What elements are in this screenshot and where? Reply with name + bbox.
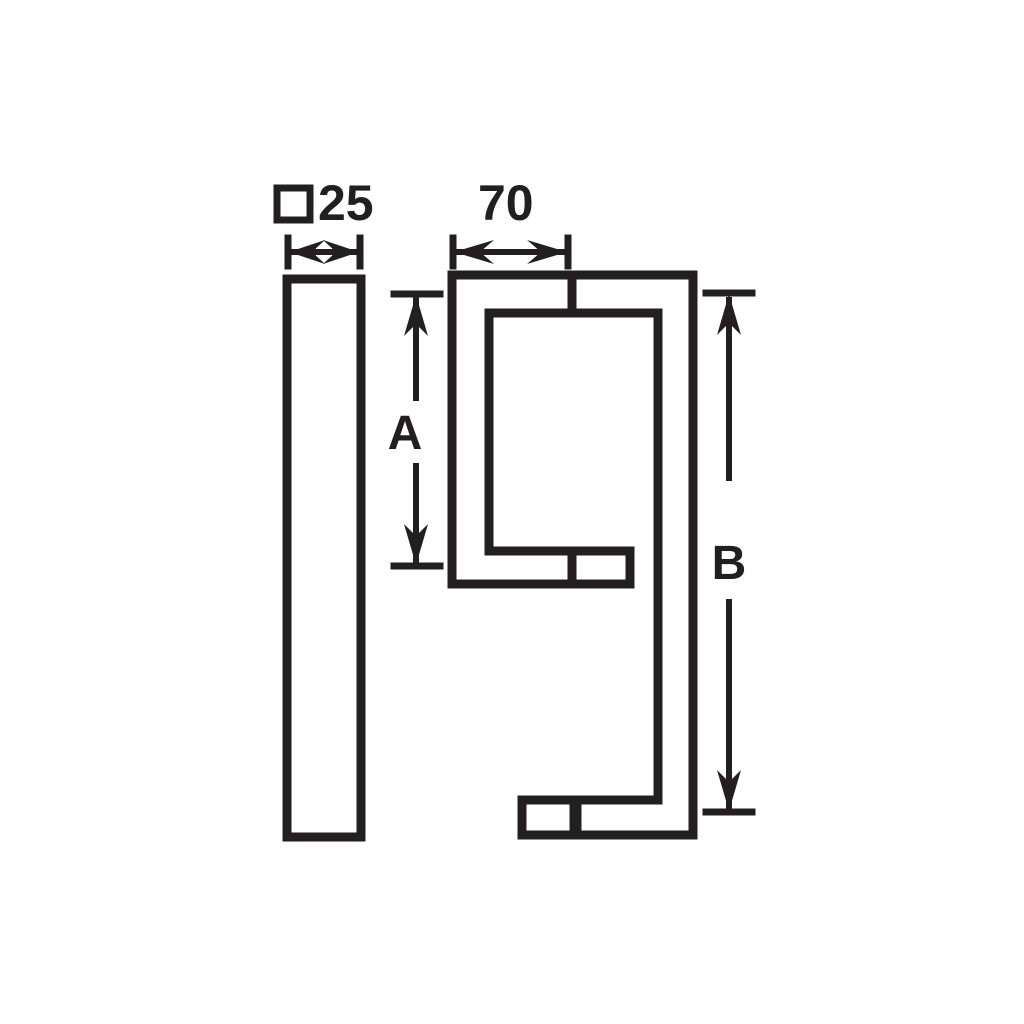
handle-back-stile-upper (572, 270, 698, 840)
front-view-handle (447, 270, 698, 840)
dim-70-arrow-right (527, 240, 567, 264)
dim-25-arrow-left (289, 240, 325, 264)
dim-70-arrow-left (454, 240, 494, 264)
dim-B-arrow-bottom (717, 770, 741, 811)
dimension-25 (284, 234, 364, 270)
dim-B-label: B (712, 537, 747, 590)
square-section-symbol-icon (273, 184, 314, 224)
dim-A-arrow-bottom (404, 524, 428, 565)
handle-back-stile-inner (572, 308, 663, 805)
middle-mounting-boss (567, 546, 635, 589)
side-view-bar-outline (282, 274, 366, 842)
dimension-B (702, 289, 756, 816)
handle-grip-inner-contour (484, 308, 573, 556)
dim-70-label: 70 (478, 175, 534, 231)
side-view-bar (282, 274, 366, 842)
dim-25-arrow-right (323, 240, 359, 264)
dimension-70 (449, 234, 572, 270)
dim-B-arrow-top (717, 294, 741, 335)
dim-A-arrow-top (404, 295, 428, 336)
dim-A-label: A (388, 407, 423, 460)
lower-mounting-boss (517, 795, 582, 840)
dim-25-label: 25 (318, 175, 374, 231)
dimension-A (390, 290, 444, 570)
handle-grip-outer-contour (447, 270, 573, 589)
